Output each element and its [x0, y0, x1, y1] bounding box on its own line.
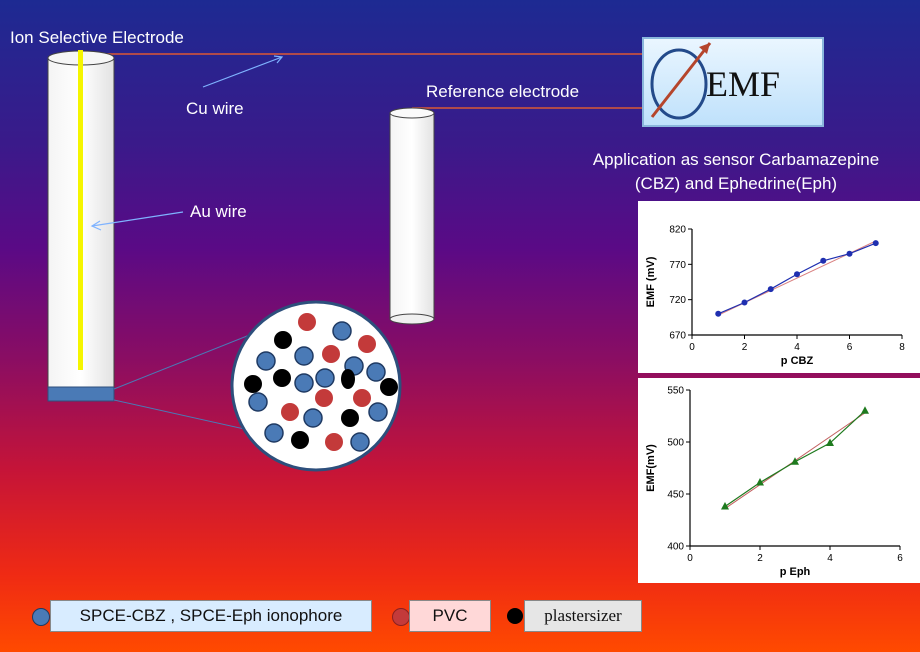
- cu-wire-label: Cu wire: [186, 99, 244, 118]
- data-point: [791, 457, 799, 465]
- ionophore-legend-marker: [32, 608, 50, 626]
- x-tick-label: 2: [757, 553, 763, 564]
- au-wire-arrow: [91, 211, 184, 227]
- membrane-layer: [47, 386, 115, 402]
- membrane-particles: [244, 313, 398, 452]
- data-point: [756, 478, 764, 486]
- zoom-line-top: [113, 329, 263, 390]
- application-title: Application as sensor Carbamazepine (CBZ…: [552, 148, 920, 196]
- y-tick-label: 770: [669, 260, 686, 271]
- zoom-line-bottom: [113, 399, 259, 433]
- y-axis-label: EMF(mV): [645, 444, 657, 492]
- application-title-line2: (CBZ) and Ephedrine(Eph): [634, 174, 838, 193]
- x-tick-label: 4: [827, 553, 833, 564]
- data-point: [820, 257, 827, 264]
- cu-wire-arrow: [202, 56, 283, 88]
- au-wire: [78, 50, 83, 370]
- data-point: [794, 271, 800, 278]
- eph-chart-panel: 0 2 4 6 400 450 500 550 p Eph EMF(mV): [638, 378, 920, 583]
- data-point: [741, 299, 748, 306]
- y-tick-label: 720: [669, 295, 686, 306]
- data-point: [721, 501, 729, 510]
- emf-label: EMF: [706, 64, 781, 104]
- x-tick-label: 4: [794, 342, 800, 353]
- data-point: [767, 286, 774, 293]
- reference-electrode-top: [389, 107, 435, 119]
- x-tick-label: 6: [897, 553, 903, 564]
- y-tick-label: 500: [667, 438, 684, 449]
- x-axis-label: p Eph: [780, 566, 811, 578]
- data-point: [715, 310, 722, 317]
- plasticizer-legend-marker: [507, 608, 523, 624]
- pvc-legend-marker: [392, 608, 410, 626]
- cbz-chart-panel: 0 2 4 6 8 670 720 770 820 p CBZ EMF (mV): [638, 201, 920, 373]
- y-tick-label: 400: [667, 542, 684, 553]
- x-tick-label: 2: [742, 342, 748, 353]
- x-tick-label: 8: [899, 342, 905, 353]
- eph-chart: 0 2 4 6 400 450 500 550 p Eph EMF(mV): [645, 386, 903, 579]
- ionophore-legend-label: SPCE-CBZ , SPCE-Eph ionophore: [50, 600, 372, 632]
- y-tick-label: 670: [669, 331, 686, 342]
- pvc-legend-label: PVC: [409, 600, 491, 632]
- y-axis-label: EMF (mV): [645, 256, 657, 307]
- x-tick-label: 0: [689, 342, 695, 353]
- y-tick-label: 550: [667, 386, 684, 397]
- cbz-chart: 0 2 4 6 8 670 720 770 820 p CBZ EMF (mV): [645, 225, 905, 368]
- emf-meter: EMF: [642, 37, 824, 127]
- data-point: [861, 406, 869, 414]
- plasticizer-legend-label: plastersizer: [524, 600, 642, 632]
- x-axis-label: p CBZ: [781, 355, 814, 367]
- ion-selective-electrode-label: Ion Selective Electrode: [10, 28, 184, 47]
- data-point: [846, 250, 853, 257]
- reference-electrode-bottom: [389, 313, 435, 325]
- x-tick-label: 0: [687, 553, 693, 564]
- au-wire-label: Au wire: [190, 202, 247, 221]
- meter-dial-icon: [650, 42, 712, 120]
- reference-electrode-label: Reference electrode: [426, 82, 580, 101]
- x-tick-label: 6: [847, 342, 853, 353]
- y-tick-label: 450: [667, 490, 684, 501]
- reference-electrode-body: [389, 112, 435, 320]
- data-point: [826, 438, 834, 447]
- application-title-line1: Application as sensor Carbamazepine: [592, 150, 880, 169]
- y-tick-label: 820: [669, 225, 686, 236]
- data-point: [872, 240, 879, 247]
